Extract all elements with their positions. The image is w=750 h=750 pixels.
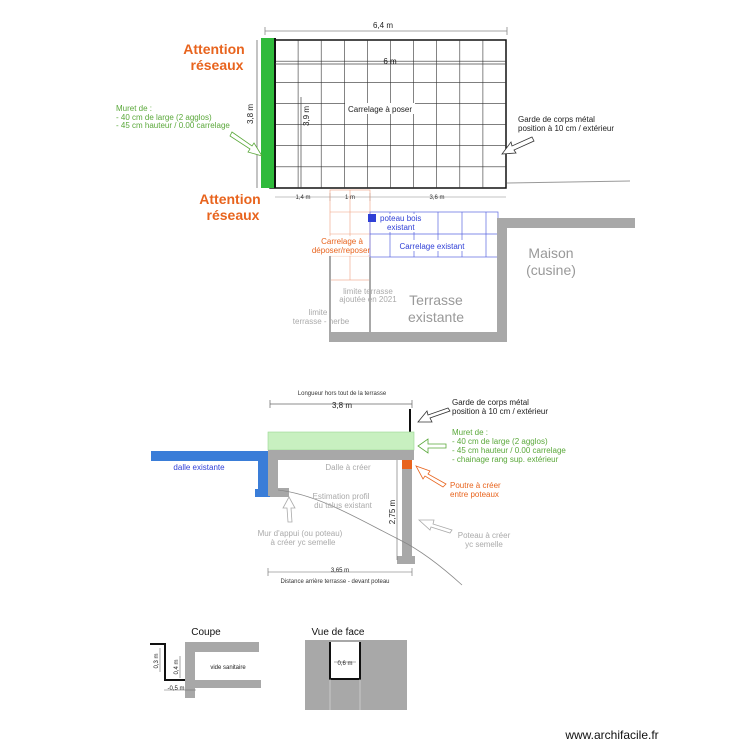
existing-terrace-line-2: existante — [408, 309, 464, 325]
warning-networks-top-1: Attention — [183, 41, 244, 57]
muret-line-2: - 45 cm hauteur / 0.00 carrelage — [116, 121, 230, 130]
dim-inner-width: 6 m — [383, 57, 397, 66]
arrow-post-icon — [417, 519, 453, 534]
slope-profile — [277, 489, 463, 586]
beam-line-1: Poutre à créer — [450, 481, 501, 490]
ground-line — [506, 180, 631, 184]
dim-bottom-3: 3,6 m — [429, 195, 444, 201]
terrace-limit-grass-line-2: terrasse - herbe — [293, 317, 350, 326]
dim-bottom-1: 1,4 m — [295, 195, 310, 201]
arrow-beam-icon — [415, 465, 447, 488]
slab-to-create-label: Dalle à créer — [325, 463, 371, 472]
label-tiling-to-lay: Carrelage à poser — [348, 105, 412, 114]
muret-section — [267, 431, 415, 451]
tile-remove-line-1: Carrelage à — [321, 237, 363, 246]
dim-total-width: 6,4 m — [373, 21, 393, 30]
muret-wall — [261, 38, 275, 188]
section-muret-line-3: - chainage rang sup. extérieur — [452, 455, 559, 464]
section-railing-line-2: position à 10 cm / extérieur — [452, 407, 548, 416]
front-drawing — [305, 640, 407, 710]
beam-line-2: entre poteaux — [450, 490, 499, 499]
existing-slab-label: dalle existante — [173, 463, 225, 472]
bottom-caption: Distance arrière terrasse - devant potea… — [280, 579, 389, 585]
label-bg — [320, 236, 368, 256]
dim-bottom-section: 3,65 m — [331, 568, 349, 574]
terrace-limit-grass-line-1: limite — [309, 308, 328, 317]
railing-line-1: Garde de corps métal — [518, 115, 595, 124]
warning-networks-top-2: réseaux — [191, 57, 244, 73]
warning-networks-bottom-2: réseaux — [207, 207, 260, 223]
existing-tiling-label: Carrelage existant — [400, 242, 466, 251]
dim-height-section: 2,75 m — [388, 499, 397, 524]
slab-to-create — [268, 450, 414, 460]
terrace-wall-bottom — [330, 332, 507, 342]
house-line-1: Maison — [528, 245, 573, 261]
front-dim-06: 0,6 m — [337, 661, 352, 667]
section-muret-line-2: - 45 cm hauteur / 0.00 carrelage — [452, 446, 566, 455]
post-line-1: Poteau à créer — [458, 531, 511, 540]
details: Coupe Vue de face 0,3 m 0,4 m -0,5 m vid… — [150, 627, 407, 710]
watermark: www.archifacile.fr — [564, 728, 658, 742]
house-line-2: (cusine) — [526, 262, 576, 278]
existing-slab-footing — [255, 489, 270, 497]
arrow-muret-icon — [229, 131, 263, 157]
warning-networks-bottom-1: Attention — [199, 191, 260, 207]
tiles-to-remove — [329, 189, 371, 281]
label-bg — [345, 103, 415, 114]
support-wall — [268, 460, 278, 496]
muret-title: Muret de : — [116, 104, 152, 113]
section-railing-line-1: Garde de corps métal — [452, 398, 529, 407]
house-wall-top — [497, 218, 635, 228]
cut-dim-03: 0,3 m — [154, 653, 160, 668]
section-muret-line-1: - 40 cm de large (2 agglos) — [452, 437, 548, 446]
slope-line-1: Estimation profil — [313, 492, 370, 501]
cut-drawing — [150, 642, 261, 698]
cut-dim-05: -0,5 m — [167, 686, 184, 692]
support-wall-line-2: à créer yc semelle — [271, 538, 336, 547]
crawl-space-label: vide sanitaire — [210, 665, 246, 671]
terrace-limit-2021-line-2: ajoutée en 2021 — [339, 295, 397, 304]
length-caption: Longueur hors tout de la terrasse — [298, 391, 387, 397]
support-wall-line-1: Mur d'appui (ou poteau) — [258, 529, 343, 538]
arrow-support-wall-icon — [282, 496, 296, 523]
railing-line-2: position à 10 cm / extérieur — [518, 124, 614, 133]
cut-dim-04: 0,4 m — [174, 659, 180, 674]
beam — [402, 460, 412, 469]
section-view: Longueur hors tout de la terrasse 3,8 m … — [151, 391, 566, 586]
slope-line-2: du talus existant — [314, 501, 373, 510]
arrow-muret-section-icon — [417, 438, 447, 454]
section-muret-title: Muret de : — [452, 428, 488, 437]
post — [402, 460, 412, 560]
post-line-2: yc semelle — [465, 540, 503, 549]
house-wall-left — [497, 218, 507, 341]
existing-slab-wall — [258, 451, 268, 497]
label-bg — [379, 214, 425, 232]
tile-remove-line-2: déposer/reposer — [312, 246, 371, 255]
arrow-railing-icon — [501, 136, 535, 155]
wood-post-marker — [368, 214, 376, 222]
tile-grid — [275, 40, 506, 188]
muret-line-1: - 40 cm de large (2 agglos) — [116, 113, 212, 122]
wood-post-line-1: poteau bois — [380, 214, 421, 223]
top-plan: 6,4 m 6 m 3,8 m 3,9 m Carrelage à poser … — [116, 21, 635, 342]
support-wall-footing — [270, 488, 289, 497]
existing-terrace-line-1: Terrasse — [409, 292, 463, 308]
existing-slab — [151, 451, 268, 461]
arrow-railing-section-icon — [417, 407, 451, 423]
wood-post-line-2: existant — [387, 223, 415, 232]
cut-title: Coupe — [191, 627, 221, 638]
terrace-limit-2021-line-1: limite terrasse — [343, 287, 393, 296]
label-bg — [392, 240, 466, 251]
post-footing — [397, 556, 415, 564]
front-title: Vue de face — [311, 627, 364, 638]
dim-length: 3,8 m — [332, 401, 352, 410]
dim-height-inner: 3,9 m — [302, 106, 311, 126]
dim-height-left: 3,8 m — [246, 104, 255, 124]
